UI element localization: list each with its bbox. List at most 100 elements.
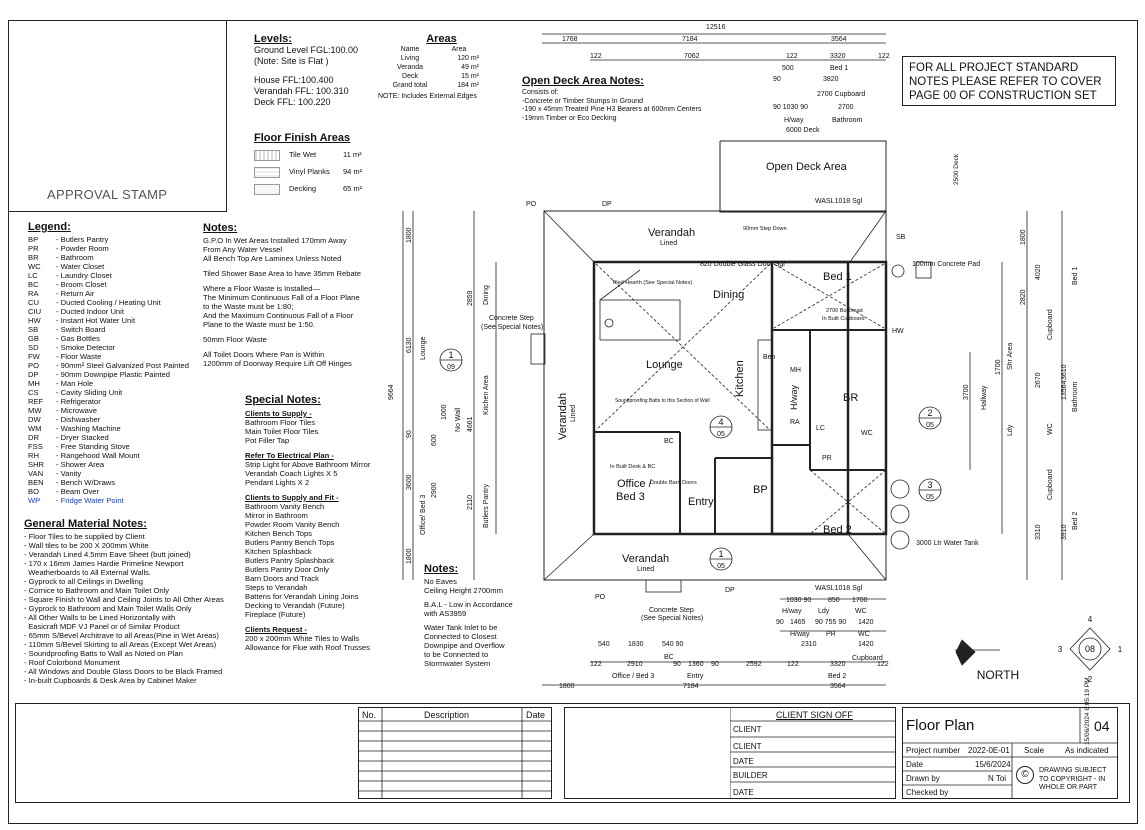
water-tank-label: 3000 Ltr Water Tank [916, 540, 979, 547]
dim-bottom: 90 [776, 619, 784, 626]
legend-item: BP- Butlers Pantry [28, 235, 189, 244]
legend-desc: - Man Hole [56, 379, 94, 388]
legend-item: SB- Switch Board [28, 325, 189, 334]
legend-item: RA - Return Air [28, 289, 189, 298]
legend-desc: - Return Air [56, 289, 95, 298]
legend-desc: - Broom Closet [56, 280, 107, 289]
legend-item: WC- Water Closet [28, 262, 189, 271]
legend-code: VAN [28, 469, 44, 478]
note-line: to the Waste must be 1:80; [203, 302, 294, 311]
dim-bottom: 540 90 [662, 641, 684, 648]
section-marker-center: 08 [1085, 644, 1095, 654]
legend-item: REF- Refrigerator [28, 397, 189, 406]
dim-top-g: 3320 [830, 53, 846, 60]
dim-left: 600 [431, 434, 438, 446]
legend-item: DP- 90mm Downpipe Plastic Painted [28, 370, 189, 379]
levels-line: Verandah FFL: 100.310 [254, 86, 349, 96]
special-notes-title: Special Notes: [245, 394, 321, 406]
special-notes-group-head: Clients to Supply - [245, 409, 312, 418]
standard-notes-line: FOR ALL PROJECT STANDARD [909, 62, 1079, 74]
approval-stamp-label: APPROVAL STAMP [47, 187, 168, 202]
note-line: From Any Water Vessel [203, 245, 283, 254]
callout-num: 1 [718, 549, 723, 559]
callout-sheet: 05 [926, 422, 934, 429]
notes2-title: Notes: [424, 563, 459, 575]
legend-desc: - 90mm Downpipe Plastic Painted [56, 370, 170, 379]
legend-code: RA [28, 289, 39, 298]
hw-label: HW [892, 328, 904, 335]
room-bed3: Bed 3 [616, 491, 645, 503]
legend-desc: - Vanity [56, 469, 82, 478]
concrete-step-note: (See Special Notes) [481, 324, 543, 331]
note-line: B.A.L - Low in Accordance [424, 600, 513, 609]
north-label: NORTH [977, 668, 1019, 682]
room-wc: WC [861, 430, 873, 437]
callout-sheet: 05 [717, 563, 725, 570]
room-kitchen: Kitchen [734, 360, 746, 397]
legend-desc: - Smoke Detector [56, 343, 116, 352]
dim-bottom-bc: BC [664, 654, 674, 661]
special-note-line: Bathroom Floor Tiles [245, 418, 316, 427]
legend-item: MW- Microwave [28, 406, 189, 415]
floor-finish-value: 94 m² [343, 167, 363, 176]
floor-finish-section: Floor Finish Areas Tile Wet 11 m² Vinyl … [254, 132, 374, 202]
section-marker-top: 4 [1088, 615, 1093, 624]
deck-notes-line: Consists of: [522, 89, 559, 96]
room-lined-left: Lined [570, 405, 577, 422]
note-line: Where a Floor Waste is Installed— [203, 284, 321, 293]
dim-right: 3910 [1061, 524, 1068, 540]
legend-desc: - 90mm² Steel Galvanized Post Painted [56, 361, 189, 370]
note-line: to be Connected to [424, 650, 489, 659]
legend-code: FW [28, 352, 40, 361]
legend-desc: - Ducted Cooling / Heating Unit [56, 298, 161, 307]
legend-item: LC- Laundry Closet [28, 271, 189, 280]
legend-code: WC [28, 262, 41, 271]
dim-top-c: 3564 [831, 36, 847, 43]
legend-item: PR- Powder Room [28, 244, 189, 253]
standard-notes-line: PAGE 00 OF CONSTRUCTION SET [909, 90, 1097, 102]
dim-bottom: 1830 [628, 641, 644, 648]
dim-right-shr: Shr Area [1007, 343, 1014, 370]
general-note-line: - Roof Colorbond Monument [24, 658, 120, 667]
dim-top-e: 7062 [684, 53, 700, 60]
legend-code: RH [28, 451, 39, 460]
special-note-line: Verandah Coach Lights X 5 [245, 469, 338, 478]
room-dining: Dining [713, 289, 744, 301]
legend-item: FW- Floor Waste [28, 352, 189, 361]
dim-top-hway-label: H/way [784, 117, 804, 124]
dim-bottom: 2592 [746, 661, 762, 668]
room-pr: PR [822, 455, 832, 462]
room-lined-bottom: Lined [637, 566, 654, 573]
special-note-line: Pendant Lights X 2 [245, 478, 310, 487]
legend-desc: - Laundry Closet [56, 271, 112, 280]
areas-cell: Veranda [396, 64, 424, 71]
dim-bottom-label: Entry [687, 673, 704, 680]
legend-item: RH - Rangehood Wall Mount [28, 451, 189, 460]
decking-swatch [254, 184, 280, 195]
room-open-deck: Open Deck Area [766, 161, 848, 173]
floor-plan: Open Deck Area Verandah Lined Dining Lou… [388, 24, 1123, 690]
legend-desc: - Rangehood Wall Mount [56, 451, 140, 460]
special-note-line: Butlers Pantry Door Only [245, 565, 329, 574]
dim-left-office: Office/ Bed 3 [420, 495, 427, 535]
legend-desc: - Ducted Indoor Unit [56, 307, 124, 316]
dim-left: 1000 [441, 404, 448, 420]
dim-bottom-label: H/way [790, 631, 810, 638]
copyright-icon: © [1016, 766, 1034, 784]
dim-right: 3700 [963, 384, 970, 400]
dim-right: 1700 [995, 359, 1002, 375]
step-down-label: 90mm Step Down [743, 226, 787, 232]
legend-desc: - Washing Machine [56, 424, 121, 433]
room-verandah-top: Verandah [648, 227, 695, 239]
po-label-bottom: PO [595, 594, 606, 601]
dim-right: 3610 [1061, 364, 1068, 380]
legend-code: WP [28, 496, 41, 505]
dim-left: 2859 [467, 290, 474, 306]
dim-bottom: 850 [828, 597, 840, 604]
room-hway: H/way [789, 384, 799, 410]
standard-notes-line: NOTES PLEASE REFER TO COVER [909, 76, 1102, 88]
note-line: Ceiling Height 2700mm [424, 586, 503, 595]
legend-desc: - Cavity Sliding Unit [56, 388, 123, 397]
legend-code: CIU [28, 307, 42, 316]
note-line: 50mm Floor Waste [203, 335, 267, 344]
